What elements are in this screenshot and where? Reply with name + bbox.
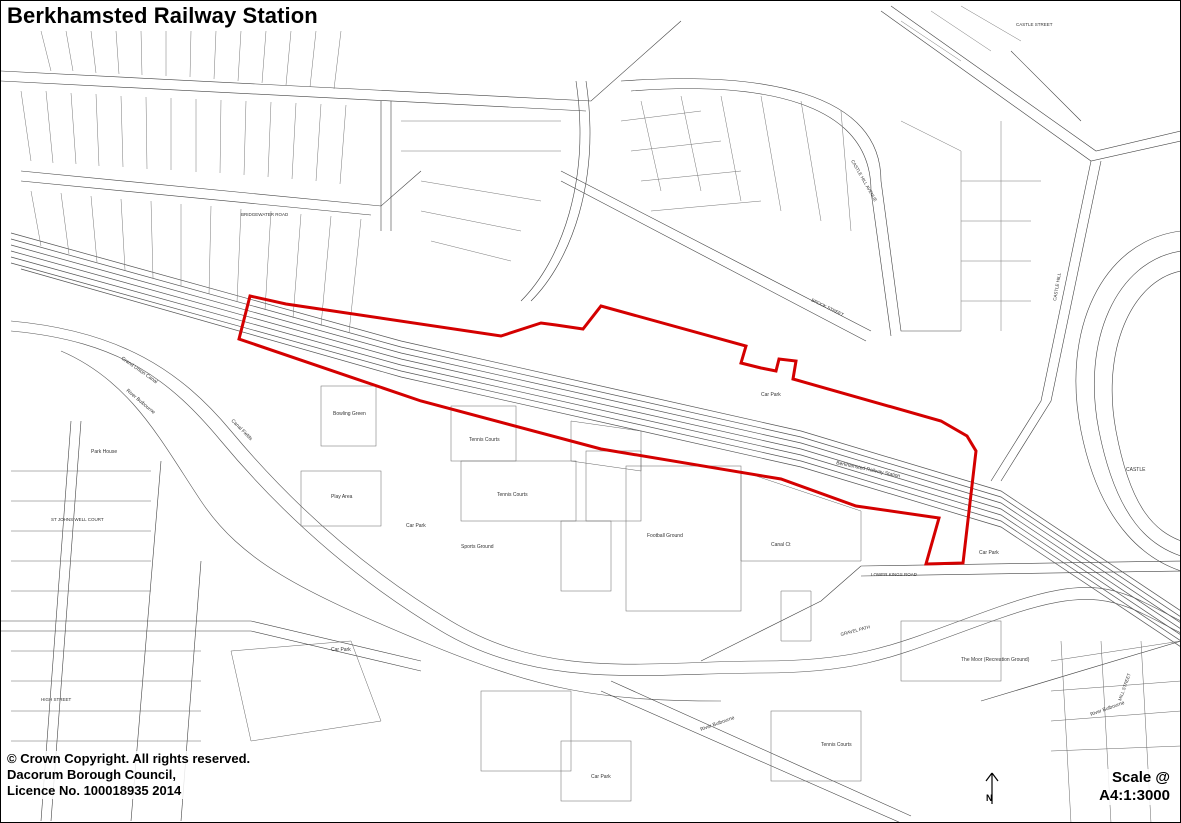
- label-car-park-south: Car Park: [591, 774, 611, 780]
- copyright-line-2: Dacorum Borough Council,: [7, 767, 176, 782]
- svg-text:N: N: [986, 793, 993, 803]
- label-car-park-east: Car Park: [979, 550, 999, 556]
- north-streets: [1, 5, 1180, 482]
- copyright-line-3: Licence No. 100018935 2014: [7, 783, 182, 798]
- scale-label: Scale @ A4:1:3000: [1099, 769, 1170, 805]
- label-castle: CASTLE: [1126, 467, 1146, 473]
- label-river-bulbourne-1: River Bulbourne: [125, 388, 156, 416]
- label-tennis-courts-3: Tennis Courts: [821, 742, 852, 748]
- label-sports-ground: Sports Ground: [461, 544, 494, 550]
- label-lower-kings-road: LOWER KINGS ROAD: [871, 572, 918, 577]
- railway-lines: [10, 232, 1180, 647]
- label-bowling-green: Bowling Green: [333, 411, 366, 417]
- label-mill-street: MILL STREET: [1117, 672, 1132, 701]
- scale-line-2: A4:1:3000: [1099, 787, 1170, 804]
- label-park-house: Park House: [91, 449, 117, 455]
- label-tennis-courts-2: Tennis Courts: [497, 492, 528, 498]
- label-canal-ct: Canal Ct: [771, 542, 791, 548]
- label-car-park-mid: Car Park: [406, 523, 426, 529]
- label-canal-fields: Canal Fields: [230, 418, 254, 442]
- label-castle-hill: CASTLE HILL: [1052, 272, 1062, 301]
- label-high-street: HIGH STREET: [41, 697, 72, 702]
- map-labels: Car Park Car Park Car Park Car Park Car …: [41, 22, 1146, 780]
- north-arrow-icon: N: [985, 772, 999, 804]
- label-car-park-north: Car Park: [761, 392, 781, 398]
- label-car-park-lower: Car Park: [331, 647, 351, 653]
- label-st-johns-well-court: ST JOHNS WELL COURT: [51, 517, 104, 522]
- label-football-ground: Football Ground: [647, 533, 683, 539]
- label-bridgewater-road: BRIDGEWATER ROAD: [241, 212, 289, 217]
- label-river-bulbourne-2: River Bulbourne: [700, 715, 736, 733]
- map-roads: [1, 5, 1180, 822]
- south-streets: [1, 420, 1180, 822]
- site-boundary[interactable]: [237, 294, 978, 566]
- page-title: Berkhamsted Railway Station: [7, 3, 318, 28]
- label-the-moor: The Moor (Recreation Ground): [961, 657, 1030, 663]
- label-castle-street: CASTLE STREET: [1016, 22, 1053, 27]
- north-plots: [20, 5, 1041, 334]
- label-gravel-path: GRAVEL PATH: [840, 624, 871, 637]
- canal: [10, 320, 1180, 702]
- label-play-area: Play Area: [331, 494, 353, 500]
- south-plots: [11, 385, 1180, 822]
- label-river-bulbourne-3: River Bulbourne: [1090, 700, 1126, 718]
- copyright-line-1: © Crown Copyright. All rights reserved.: [7, 751, 251, 766]
- scale-line-1: Scale @: [1112, 769, 1170, 786]
- label-grand-union-canal: Grand Union Canal: [120, 356, 159, 385]
- label-tennis-courts-1: Tennis Courts: [469, 437, 500, 443]
- castle-ring: [1075, 230, 1180, 571]
- label-castle-hill-avenue: CASTLE HILL AVENUE: [850, 159, 878, 202]
- copyright-notice: © Crown Copyright. All rights reserved. …: [7, 751, 251, 799]
